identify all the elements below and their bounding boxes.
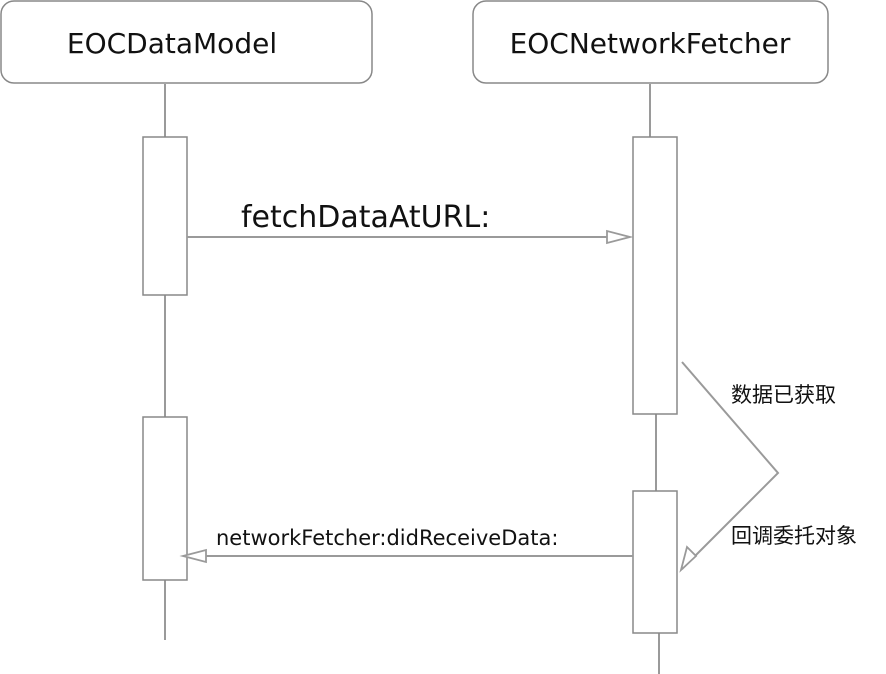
self-callback-path: [681, 361, 780, 570]
note-callback-delegate: 回调委托对象: [731, 524, 857, 548]
open-arrowhead-icon: [179, 548, 207, 564]
participant-box: [0, 0, 373, 84]
message-label: networkFetcher:didReceiveData:: [216, 526, 558, 550]
participant-label: EOCNetworkFetcher: [510, 27, 791, 60]
open-arrowhead-icon: [679, 545, 698, 573]
activation-datamodel-1: [142, 136, 188, 296]
activation-fetcher-2: [632, 490, 678, 634]
activations: [142, 136, 678, 634]
participant-eocdatamodel: EOCDataModel: [0, 0, 373, 84]
participant-eocnetworkfetcher: EOCNetworkFetcher: [472, 0, 829, 84]
open-arrowhead-icon: [606, 229, 634, 245]
lifelines: [164, 84, 660, 674]
message-label: fetchDataAtURL:: [241, 200, 490, 235]
activation-datamodel-2: [142, 416, 188, 581]
self-callback: 数据已获取 回调委托对象: [679, 361, 857, 573]
message-fetch: fetchDataAtURL:: [187, 200, 634, 245]
message-callback: networkFetcher:didReceiveData:: [179, 526, 633, 564]
note-data-fetched: 数据已获取: [731, 383, 836, 407]
activation-fetcher-1: [632, 136, 678, 415]
participant-label: EOCDataModel: [67, 27, 277, 60]
participant-box: [472, 0, 829, 84]
